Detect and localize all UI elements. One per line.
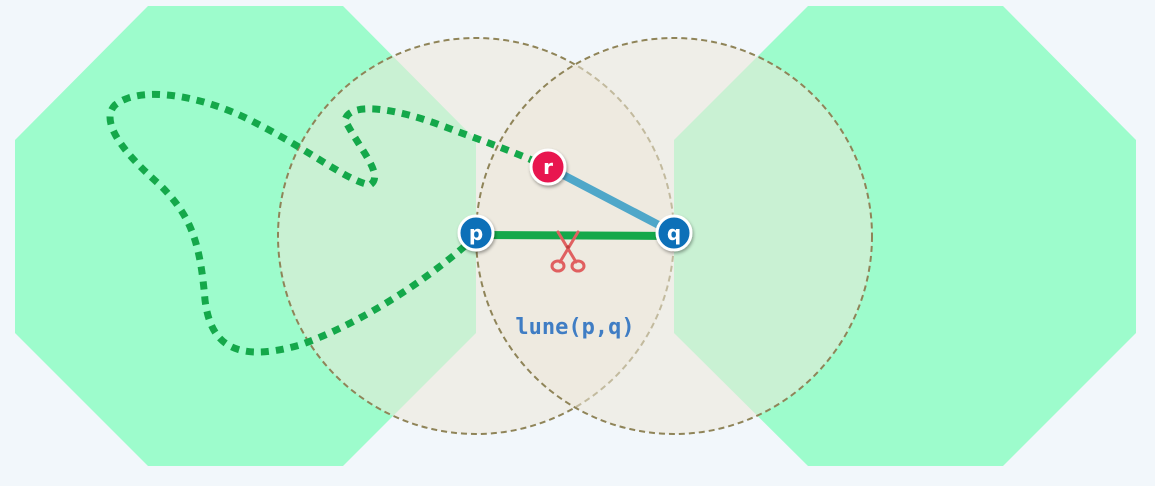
edge-r-q bbox=[544, 163, 678, 237]
node-q-label: q bbox=[667, 221, 681, 245]
lune-label: lune(p,q) bbox=[515, 315, 634, 340]
node-q bbox=[655, 214, 693, 252]
dotted-path-p-to-r bbox=[106, 90, 550, 356]
scissors-icon bbox=[550, 230, 586, 273]
node-r bbox=[529, 148, 567, 186]
node-p bbox=[457, 214, 495, 252]
node-p-label: p bbox=[469, 221, 483, 245]
node-r-label: r bbox=[543, 155, 553, 179]
